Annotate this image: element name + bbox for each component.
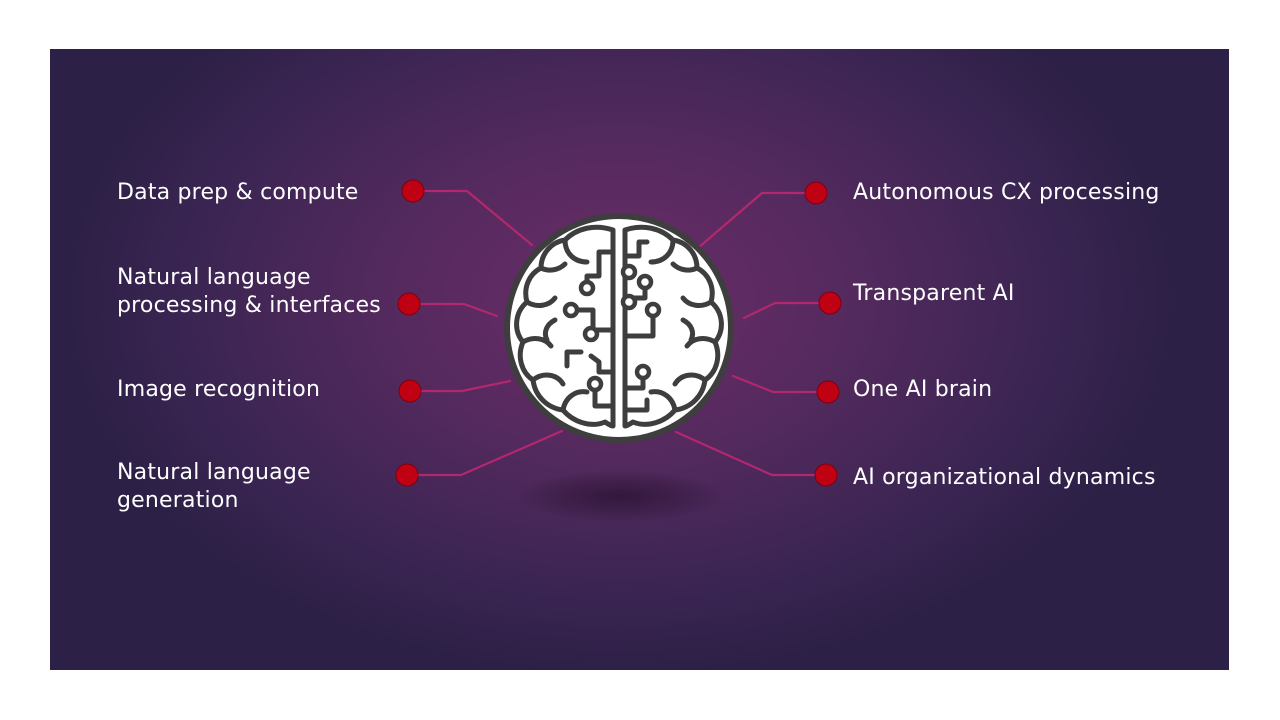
brain-circuit-icon <box>504 213 734 443</box>
label-right-2: Transparent AI <box>853 280 1015 308</box>
label-left-2-line-1: Natural language <box>117 265 311 290</box>
label-left-3: Image recognition <box>117 376 320 404</box>
label-left-3-line-1: Image recognition <box>117 377 321 402</box>
slide: Data prep & compute Natural language pro… <box>50 49 1229 670</box>
label-right-4-line-1: AI organizational dynamics <box>853 465 1156 490</box>
label-left-2-line-2: processing & interfaces <box>117 293 381 318</box>
connector-line-right-4 <box>674 430 828 477</box>
label-right-1-line-1: Autonomous CX processing <box>853 180 1160 205</box>
label-right-3: One AI brain <box>853 376 992 404</box>
connector-line-left-4 <box>405 429 564 477</box>
label-right-4: AI organizational dynamics <box>853 464 1156 492</box>
node-dot-right-1 <box>804 181 828 205</box>
connector-lines <box>395 179 842 487</box>
label-right-3-line-1: One AI brain <box>853 377 993 402</box>
label-left-2: Natural language processing & interfaces <box>117 264 381 320</box>
node-dot-right-2 <box>818 291 842 315</box>
connector-line-left-2 <box>407 302 499 318</box>
label-right-1: Autonomous CX processing <box>853 179 1160 207</box>
node-dot-left-4 <box>395 463 419 487</box>
connector-line-left-1 <box>411 189 534 247</box>
label-left-1: Data prep & compute <box>117 179 359 207</box>
connector-line-right-1 <box>696 191 818 250</box>
node-dot-right-3 <box>816 380 840 404</box>
brain-shadow <box>520 471 720 521</box>
label-left-4-line-2: generation <box>117 488 239 513</box>
label-left-4-line-1: Natural language <box>117 460 311 485</box>
label-right-2-line-1: Transparent AI <box>853 281 1015 306</box>
connector-line-right-2 <box>742 301 832 320</box>
connector-line-left-3 <box>408 379 512 393</box>
node-dot-left-1 <box>401 179 425 203</box>
node-dot-right-4 <box>814 463 838 487</box>
connector-line-right-3 <box>731 374 830 394</box>
label-left-1-line-1: Data prep & compute <box>117 180 359 205</box>
node-dot-left-3 <box>398 379 422 403</box>
node-dot-left-2 <box>397 292 421 316</box>
label-left-4: Natural language generation <box>117 459 311 515</box>
